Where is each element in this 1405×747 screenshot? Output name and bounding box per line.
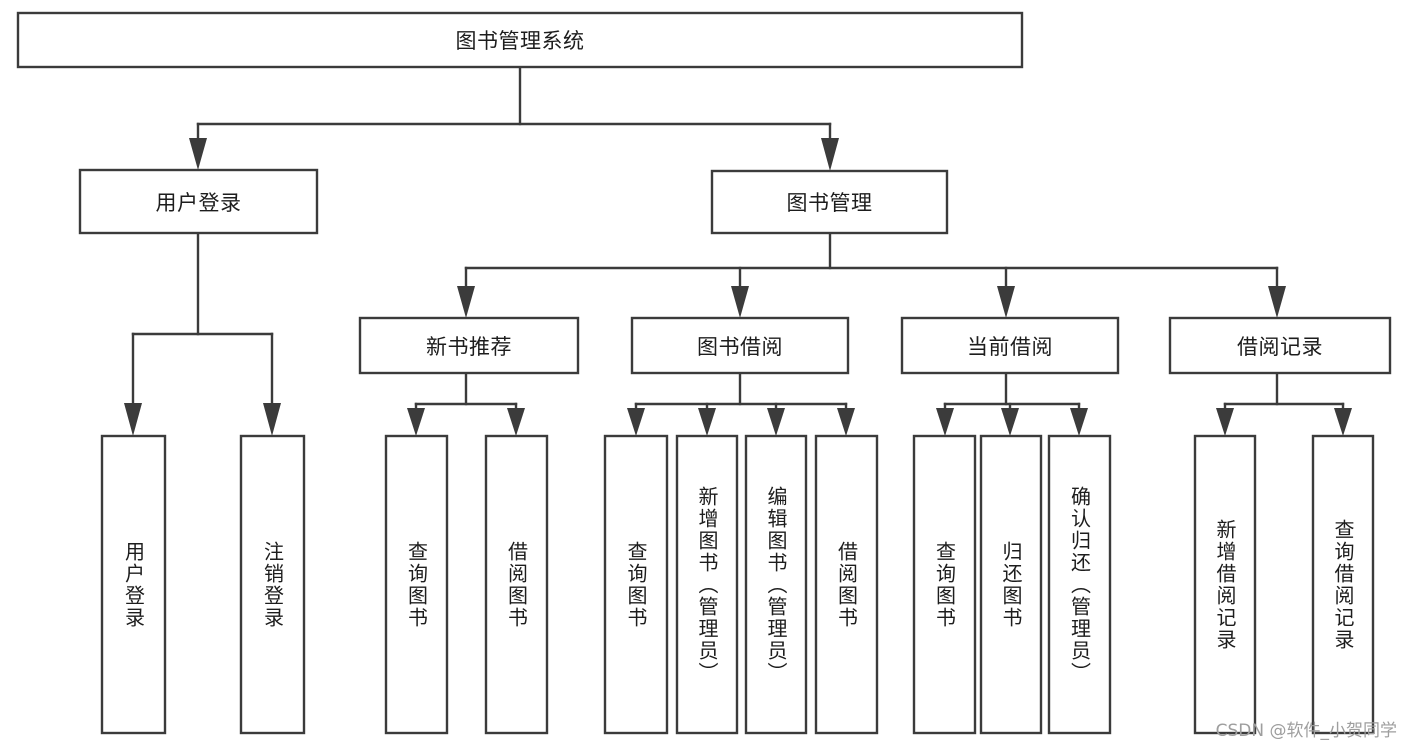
arrow-head-leaf-user-login — [124, 403, 142, 436]
connectors-book-borrow-children — [627, 371, 855, 436]
arrow-head-bb-borrow-book — [837, 408, 855, 436]
arrow-head-cb-return-book — [1001, 408, 1019, 436]
connectors-book-management-children — [457, 231, 1286, 318]
arrow-head-nbr-borrow-book — [507, 408, 525, 436]
node-root-book-management-system[interactable] — [16, 11, 1024, 69]
arrow-head-nbr-query-book — [407, 408, 425, 436]
arrow-head-book-management — [821, 138, 839, 171]
node-new-book-recommend[interactable] — [358, 316, 580, 375]
node-leaf-bb-borrow-book[interactable] — [814, 434, 879, 735]
connectors-root-to-level2 — [189, 65, 839, 171]
node-leaf-nbr-query-book[interactable] — [384, 434, 449, 735]
arrow-head-bb-add-book — [698, 408, 716, 436]
arrow-head-cb-confirm-return — [1070, 408, 1088, 436]
watermark-text: CSDN @软件_小贺同学 — [1215, 721, 1397, 741]
node-leaf-bb-add-book[interactable] — [675, 434, 739, 735]
arrow-head-bb-query-book — [627, 408, 645, 436]
arrow-head-new-book-recommend — [457, 286, 475, 318]
arrow-head-cb-query-book — [936, 408, 954, 436]
arrow-head-current-borrow — [997, 286, 1015, 318]
node-leaf-br-add-record[interactable] — [1193, 434, 1257, 735]
connectors-new-book-recommend-children — [407, 371, 525, 436]
arrow-head-bb-edit-book — [767, 408, 785, 436]
arrow-head-br-query-record — [1334, 408, 1352, 436]
node-leaf-br-query-record[interactable] — [1311, 434, 1375, 735]
node-user-login[interactable] — [78, 168, 319, 235]
arrow-head-book-borrow — [731, 286, 749, 318]
connectors-borrow-record-children — [1216, 371, 1352, 436]
node-leaf-cb-return-book[interactable] — [979, 434, 1043, 735]
node-leaf-nbr-borrow-book[interactable] — [484, 434, 549, 735]
node-leaf-user-login[interactable] — [100, 434, 167, 735]
node-leaf-cb-confirm-return[interactable] — [1047, 434, 1112, 735]
arrow-head-borrow-record — [1268, 286, 1286, 318]
node-borrow-record[interactable] — [1168, 316, 1392, 375]
node-book-management[interactable] — [710, 169, 949, 235]
connectors-current-borrow-children — [936, 371, 1088, 436]
arrow-head-user-login — [189, 138, 207, 170]
arrow-head-br-add-record — [1216, 408, 1234, 436]
node-leaf-bb-query-book[interactable] — [603, 434, 669, 735]
connectors-user-login-children — [124, 231, 281, 436]
arrow-head-leaf-logout — [263, 403, 281, 436]
node-leaf-cb-query-book[interactable] — [912, 434, 977, 735]
node-leaf-bb-edit-book[interactable] — [744, 434, 808, 735]
node-current-borrow[interactable] — [900, 316, 1120, 375]
node-book-borrow[interactable] — [630, 316, 850, 375]
node-leaf-logout[interactable] — [239, 434, 306, 735]
